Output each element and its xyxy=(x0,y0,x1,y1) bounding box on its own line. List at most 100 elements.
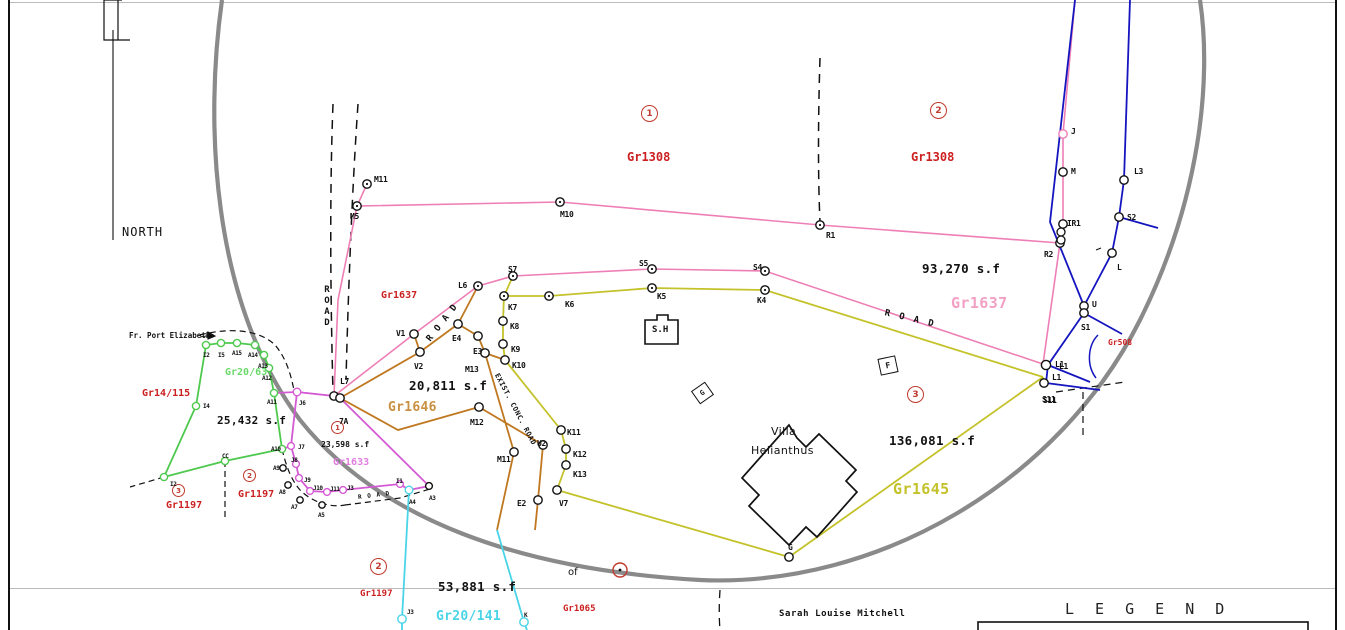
point-label-j11: J11 xyxy=(330,486,340,493)
point-label-l7: L7 xyxy=(340,377,350,386)
point-label-ir1: IR1 xyxy=(1067,219,1081,228)
villa-name-line2: Helianthus xyxy=(751,444,814,457)
sh-building-icon xyxy=(644,314,679,345)
survey-point-dots xyxy=(355,182,822,298)
sheet-hairline-top xyxy=(10,2,1335,3)
area-20811: 20,811 s.f xyxy=(409,378,488,393)
point-label-cc: CC xyxy=(222,453,229,460)
point-label-i2b: I2 xyxy=(170,481,177,488)
of-label: of xyxy=(568,567,578,578)
villa-name-line1: Villa xyxy=(771,425,797,438)
point-label-r1: R1 xyxy=(826,231,836,240)
area-136081: 136,081 s.f xyxy=(889,433,976,448)
dashed-line-bottom xyxy=(718,589,721,630)
parcel-ref-gr1065: Gr1065 xyxy=(563,604,596,614)
point-label-i5: I5 xyxy=(218,352,225,359)
blue-parcel-lines xyxy=(1042,0,1159,391)
point-label-m5: M5 xyxy=(350,212,360,221)
parcel-number-3-right: 3 xyxy=(907,386,924,403)
point-label-j9: J9 xyxy=(304,477,311,484)
parcel-ref-gr1637-pink: Gr1637 xyxy=(951,294,1008,312)
point-label-a3: A3 xyxy=(429,495,436,502)
sheet-hairline-bottom xyxy=(10,588,1335,589)
sheet-frame-left xyxy=(8,0,10,630)
point-label-m12: M12 xyxy=(470,418,484,427)
dashed-road-lines xyxy=(330,103,359,393)
point-label-m11: M11 xyxy=(497,455,511,464)
point-label-j: J xyxy=(1071,127,1076,136)
point-label-7a: 7A xyxy=(339,417,349,426)
point-label-a4: A4 xyxy=(409,499,416,506)
point-label-s4: S4 xyxy=(753,263,763,272)
parcel-ref-gr14-115: Gr14/115 xyxy=(142,388,191,399)
point-label-u2: U2 xyxy=(537,439,547,448)
area-93270: 93,270 s.f xyxy=(922,261,1001,276)
point-label-a9: A9 xyxy=(273,465,280,472)
point-label-s11: S11 xyxy=(1042,395,1056,404)
point-label-k13: K13 xyxy=(573,470,587,479)
point-label-k: K xyxy=(524,612,528,619)
point-label-e4: E4 xyxy=(452,334,462,343)
point-label-a13: A13 xyxy=(258,363,268,370)
parcel-number-3-left: 3 xyxy=(172,484,185,497)
north-label: NORTH xyxy=(122,225,164,239)
point-label-s7: S7 xyxy=(508,265,518,274)
point-label-s5: S5 xyxy=(639,259,649,268)
parcel-number-2-top: 2 xyxy=(930,102,947,119)
point-label-s1: S1 xyxy=(1081,323,1091,332)
parcel-number-2-left: 2 xyxy=(243,469,256,482)
point-label-a10: A10 xyxy=(271,446,281,453)
parcel-ref-gr1197-a: Gr1197 xyxy=(166,500,203,511)
point-label-a14: A14 xyxy=(248,352,258,359)
point-label-l: L xyxy=(1117,263,1122,272)
point-label-j8: J8 xyxy=(291,457,298,464)
arc-circled-marker xyxy=(612,562,628,578)
point-label-g: G xyxy=(788,543,793,552)
area-25432: 25,432 s.f xyxy=(217,414,287,427)
point-label-l3: L3 xyxy=(1134,167,1144,176)
dashed-contour-left xyxy=(129,330,431,520)
point-label-k11: K11 xyxy=(567,428,581,437)
arc-marker-dot xyxy=(618,568,622,572)
parcel-number-2-bottom: 2 xyxy=(370,558,387,575)
point-label-j3c: J3 xyxy=(407,609,414,616)
area-53881: 53,881 s.f xyxy=(438,579,517,594)
parcel-ref-gr1308-b: Gr1308 xyxy=(911,150,955,164)
sh-building-label: S.H xyxy=(652,325,669,335)
point-label-m10: M10 xyxy=(560,210,574,219)
point-label-i1: I1 xyxy=(396,478,403,485)
north-arrow xyxy=(103,0,130,240)
dashed-line-top-center xyxy=(817,57,821,223)
parcel-ref-gr1637-red: Gr1637 xyxy=(381,290,418,301)
sheet-frame-right xyxy=(1335,0,1337,630)
parcel-ref-gr1645: Gr1645 xyxy=(893,480,950,498)
point-label-l1o: L1 xyxy=(1052,373,1062,382)
point-label-k4: K4 xyxy=(757,296,767,305)
point-label-v1: V1 xyxy=(396,329,406,338)
point-label-m: M xyxy=(1071,167,1076,176)
point-label-v2: V2 xyxy=(414,362,424,371)
area-23598: 23,598 s.f xyxy=(321,440,370,449)
point-label-k7: K7 xyxy=(508,303,518,312)
point-label-u: U xyxy=(1092,300,1097,309)
villa-helianthus-outline xyxy=(740,423,859,547)
fr-port-arrow xyxy=(199,331,217,340)
point-label-k5: K5 xyxy=(657,292,667,301)
parcel-ref-gr2063: Gr20/63 xyxy=(225,367,268,378)
point-r2-double xyxy=(1056,227,1066,245)
point-label-a15: A15 xyxy=(232,350,242,357)
survey-point-markers xyxy=(159,129,1129,627)
point-label-j6: J6 xyxy=(299,400,306,407)
point-label-j7: J7 xyxy=(298,444,305,451)
point-label-j3: J3 xyxy=(347,485,354,492)
parcel-ref-gr508: Gr508 xyxy=(1108,338,1133,347)
legend-box xyxy=(977,621,1309,630)
point-label-s11b: S11 xyxy=(1043,396,1057,405)
fr-port-elizabeth-label: Fr. Port Elizabeth xyxy=(129,331,211,340)
point-label-j10: J10 xyxy=(313,485,323,492)
point-label-k6: K6 xyxy=(565,300,575,309)
point-label-s2: S2 xyxy=(1127,213,1137,222)
point-label-v7: V7 xyxy=(559,499,569,508)
